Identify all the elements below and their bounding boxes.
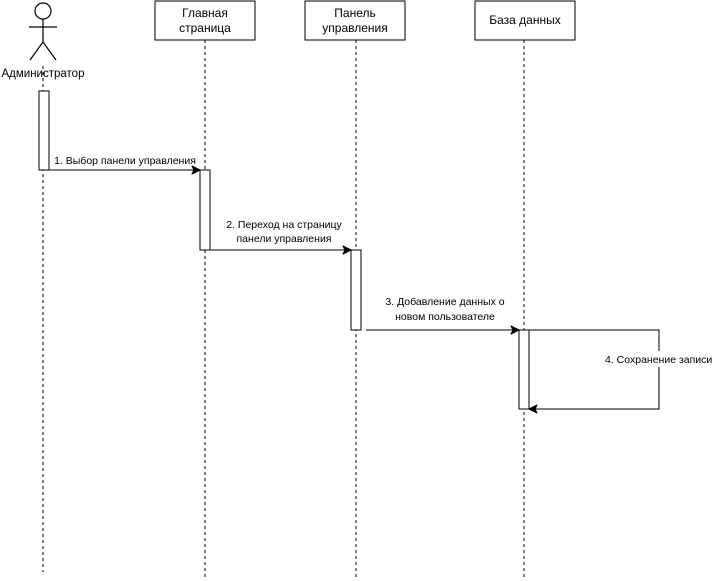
activation-administrator — [38, 90, 50, 171]
message-label-background — [603, 351, 717, 367]
message-label-line2: панели управления — [237, 233, 332, 245]
participant-box — [474, 0, 576, 41]
message-label-line2: новом пользователе — [395, 311, 495, 323]
actor-left-leg — [29, 41, 44, 61]
participant-label-line1: Панель — [334, 6, 375, 20]
actor-right-leg — [42, 41, 57, 61]
participant-box — [304, 0, 406, 41]
participant-label-line2: управления — [322, 21, 387, 35]
participant-main-page: Главная страница — [154, 0, 256, 41]
message-label: 1. Выбор панели управления — [54, 155, 196, 167]
message-2: 2. Переход на страницу панели управления — [210, 219, 352, 255]
actor-head — [34, 2, 52, 20]
actor-label: Администратор — [2, 68, 85, 80]
participant-label-line2: страница — [179, 21, 231, 35]
stick-figure-icon — [29, 2, 57, 61]
message-label: 4. Сохранение записи — [605, 354, 712, 366]
participant-database: База данных — [474, 0, 576, 41]
message-3: 3. Добавление данных о новом пользовател… — [366, 296, 520, 335]
participant-box — [154, 0, 256, 41]
participant-label-line1: База данных — [489, 13, 560, 27]
arrowhead-icon — [191, 165, 201, 175]
activation-database — [518, 329, 530, 410]
activation-main-page — [199, 169, 211, 251]
message-4-self-call: 4. Сохранение записи — [528, 329, 717, 414]
activation-control-panel — [350, 249, 362, 331]
arrowhead-icon — [528, 404, 538, 414]
message-arrow-line — [529, 329, 660, 410]
participant-control-panel: Панель управления — [304, 0, 406, 41]
message-label-line1: 3. Добавление данных о — [385, 296, 504, 308]
message-label-line1: 2. Переход на страницу — [226, 219, 342, 231]
message-1: 1. Выбор панели управления — [49, 155, 201, 175]
participant-label-line1: Главная — [182, 6, 228, 20]
arrowhead-icon — [510, 325, 520, 335]
arrowhead-icon — [342, 245, 352, 255]
